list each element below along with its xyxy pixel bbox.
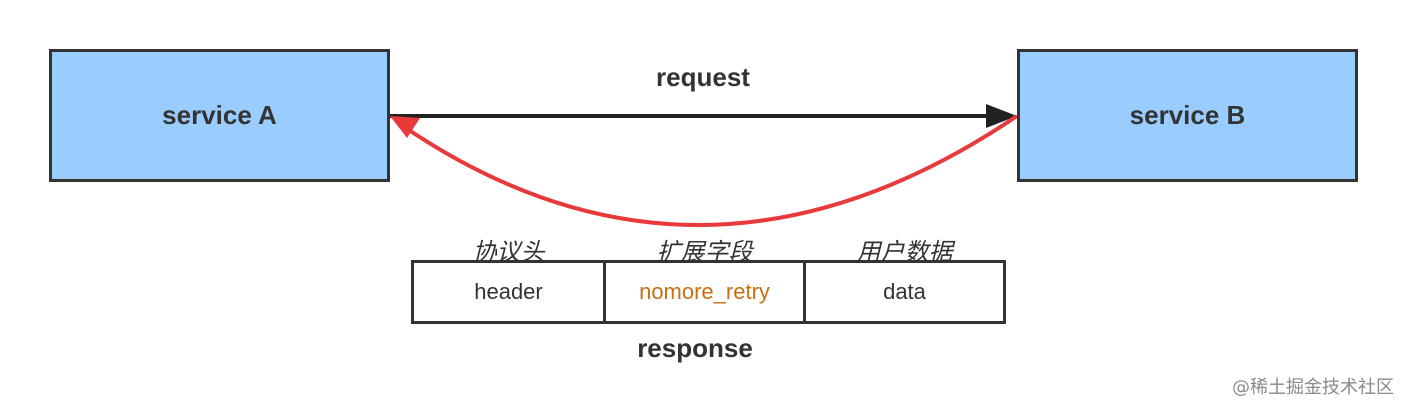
response-label: response xyxy=(637,333,753,363)
packet-cell-nomore-retry: nomore_retry xyxy=(606,263,806,321)
service-a-box: service A xyxy=(49,49,390,182)
request-label: request xyxy=(656,62,750,92)
packet-cell-header: header xyxy=(414,263,606,321)
response-packet: header nomore_retry data xyxy=(411,260,1006,324)
service-b-box: service B xyxy=(1017,49,1358,182)
response-arrow xyxy=(398,114,1019,228)
request-arrow-head xyxy=(986,104,1017,128)
response-arrow-head xyxy=(390,116,420,138)
service-a-label: service A xyxy=(162,100,277,130)
service-b-label: service B xyxy=(1129,100,1246,130)
packet-cell-data: data xyxy=(883,279,926,304)
watermark: @稀土掘金技术社区 xyxy=(1232,377,1394,398)
